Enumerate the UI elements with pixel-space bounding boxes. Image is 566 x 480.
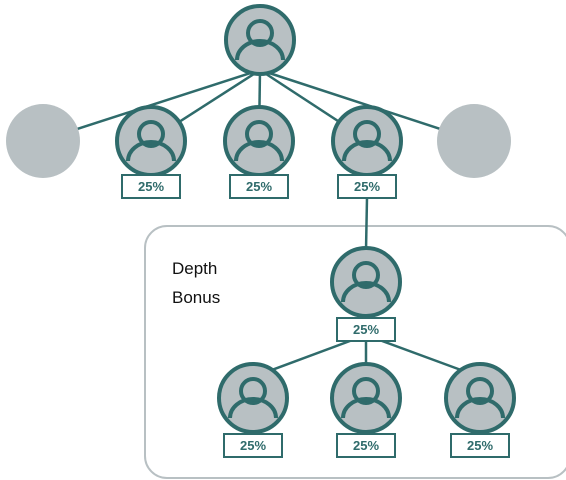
percentage-badge: 25% bbox=[450, 433, 510, 458]
percentage-label: 25% bbox=[246, 179, 272, 194]
person-icon bbox=[331, 105, 403, 177]
person-icon bbox=[330, 362, 402, 434]
percentage-label: 25% bbox=[353, 438, 379, 453]
percentage-badge: 25% bbox=[229, 174, 289, 199]
person-icon bbox=[224, 4, 296, 76]
person-icon bbox=[444, 362, 516, 434]
percentage-label: 25% bbox=[467, 438, 493, 453]
connector-member3-depth bbox=[364, 197, 369, 251]
percentage-label: 25% bbox=[354, 179, 380, 194]
percentage-badge: 25% bbox=[223, 433, 283, 458]
percentage-badge: 25% bbox=[121, 174, 181, 199]
percentage-label: 25% bbox=[240, 438, 266, 453]
percentage-badge: 25% bbox=[336, 433, 396, 458]
percentage-badge: 25% bbox=[336, 317, 396, 342]
empty-slot-right bbox=[437, 104, 511, 178]
percentage-label: 25% bbox=[138, 179, 164, 194]
percentage-label: 25% bbox=[353, 322, 379, 337]
connector-root-slot1 bbox=[42, 68, 261, 142]
person-icon bbox=[330, 246, 402, 318]
percentage-badge: 25% bbox=[337, 174, 397, 199]
person-icon bbox=[115, 105, 187, 177]
empty-slot-left bbox=[6, 104, 80, 178]
person-icon bbox=[223, 105, 295, 177]
depth-bonus-title-line1: Depth bbox=[172, 259, 217, 278]
person-icon bbox=[217, 362, 289, 434]
depth-bonus-title-line2: Bonus bbox=[172, 288, 220, 307]
